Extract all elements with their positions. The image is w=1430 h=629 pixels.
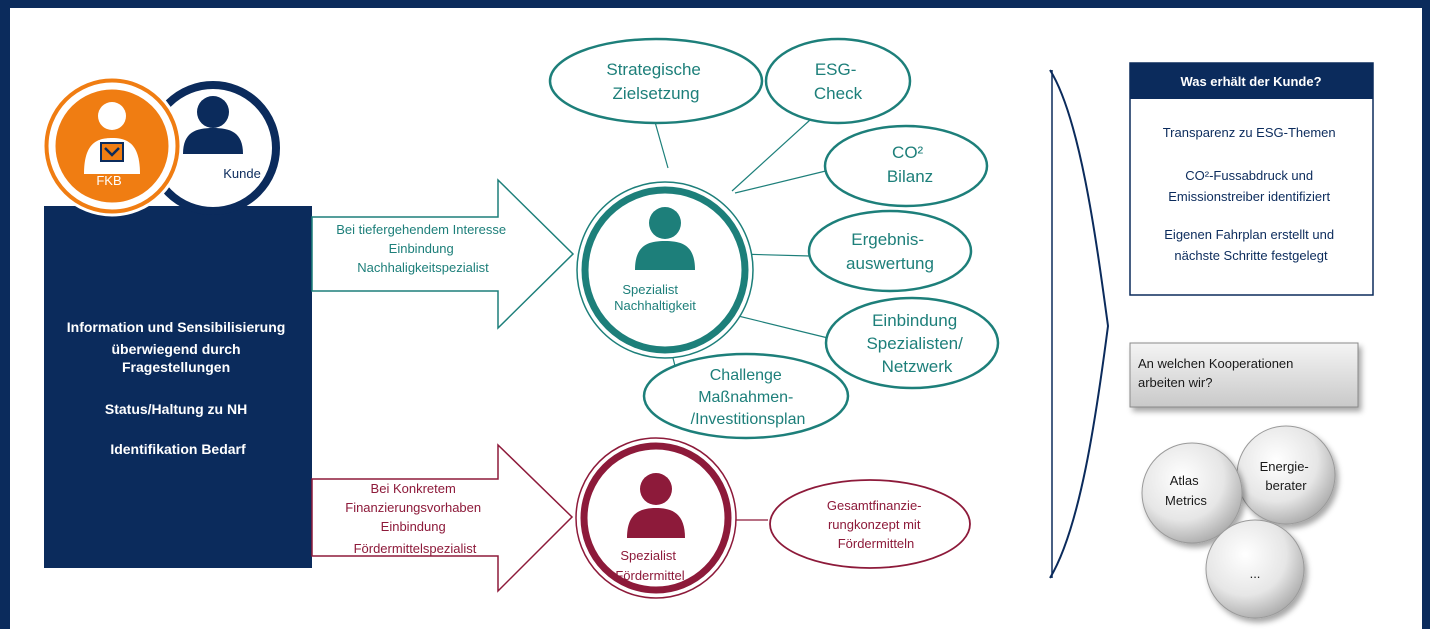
svg-text:ESG- Check: ESG- Check [814,60,863,103]
svg-text:Bei tiefergehendem Interesse: Bei tiefergehendem Interesse Einbindung … [336,222,509,275]
kunde-label: Kunde [223,166,261,181]
svg-text:Transparenz zu ESG-Themen: Transparenz zu ESG-Themen CO²-Fussabdruc… [1163,125,1340,263]
sphere-energie-line-2: berater [1265,478,1307,493]
specialist-fm-line-2: Fördermittel [615,568,684,583]
benefit-3a: Eigenen Fahrplan erstellt und [1164,227,1334,242]
svg-text:Atlas Metrics: Atlas Metrics [1165,473,1207,508]
specialist-nh-line-2: Nachhaltigkeit [614,298,696,313]
process-diagram: Information und Sensibilisierung überwie… [41,37,1374,619]
bubble-einbindung-line-1: Einbindung [872,311,957,330]
financing-arrow [311,443,574,593]
specialist-sustainability: Spezialist Nachhaltigkeit [576,181,754,359]
specialist-fm-line-1: Spezialist [620,548,676,563]
bubble-gesamt-line-3: Fördermitteln [838,536,915,551]
sphere-atlas-line-2: Metrics [1165,493,1207,508]
person-icon [197,96,229,128]
bubble-einbindung-line-3: Netzwerk [882,357,953,376]
bubble-co2-balance: CO² Bilanz [823,124,989,208]
financing-arrow-line-3: Einbindung [381,519,446,534]
bubble-esg-line-2: Check [814,84,863,103]
bank-logo-icon [100,142,124,162]
customer-benefits-box: Was erhält der Kunde? Transparenz zu ESG… [1129,62,1374,296]
interest-arrow-line-2: Einbindung [389,241,454,256]
slide-canvas: Information und Sensibilisierung überwie… [10,8,1422,629]
benefit-2b: Emissionstreiber identifiziert [1168,189,1330,204]
svg-text:Gesamtfinanzie- rungkonz: Gesamtfinanzie- rungkonzept mit Fördermi… [827,498,925,551]
bubble-total-financing: Gesamtfinanzie- rungkonzept mit Fördermi… [769,479,971,569]
svg-text:Challenge Maßnahmen-: Challenge Maßnahmen- /Investitionsplan [691,367,806,428]
bubble-strategic-line-2: Zielsetzung [613,84,700,103]
interest-arrow [311,178,575,330]
cooperation-line-1: An welchen Kooperationen [1138,356,1293,371]
svg-text:Bei Konkretem Finanzierung: Bei Konkretem Finanzierungsvorhaben Einb… [345,481,485,556]
person-icon [649,207,681,239]
benefit-3b: nächste Schritte festgelegt [1174,248,1328,263]
bubble-specialist-network: Einbindung Spezialisten/ Netzwerk [824,296,1000,390]
info-line-5: Identifikation Bedarf [110,441,246,457]
bubble-co2-line-2: Bilanz [887,167,933,186]
sphere-atlas-metrics: Atlas Metrics [1141,442,1243,544]
information-box [44,206,312,568]
sphere-more: ... [1205,519,1305,619]
info-line-2: überwiegend durch [111,341,240,357]
interest-arrow-line-3: Nachhaligkeitspezialist [357,260,489,275]
interest-arrow-line-1: Bei tiefergehendem Interesse [336,222,506,237]
fkb-label: FKB [96,173,121,188]
bubble-ergebnis-line-2: auswertung [846,254,934,273]
bubble-ergebnis-line-1: Ergebnis- [851,230,924,249]
bubble-esg-line-1: ESG- [815,60,857,79]
bubble-challenge-line-1: Challenge [710,367,782,384]
bubble-esg-check: ESG- Check [764,37,912,125]
summary-brace [1049,69,1110,579]
bubble-gesamt-line-1: Gesamtfinanzie- [827,498,922,513]
sphere-energy-consultant: Energie- berater [1236,425,1336,525]
svg-text:Information und Sensibilisieru: Information und Sensibilisierung überwie… [67,319,289,457]
financing-arrow-line-1: Bei Konkretem [371,481,456,496]
svg-text:Spezialist Nachhaltigkei: Spezialist Nachhaltigkeit [614,282,696,313]
bubble-strategic-goals: Strategische Zielsetzung [548,37,764,125]
bubble-result-evaluation: Ergebnis- auswertung [807,209,973,293]
sphere-energie-line-1: Energie- [1260,459,1309,474]
svg-text:Ergebnis- auswertung: Ergebnis- auswertung [846,230,934,273]
bubble-co2-line-1: CO² [892,143,924,162]
bubble-strategic-line-1: Strategische [606,60,701,79]
info-line-3: Fragestellungen [122,359,230,375]
connector-lines [654,119,839,367]
sphere-more-label: ... [1250,566,1261,581]
svg-text:CO² Bilanz: CO² Bilanz [887,143,933,186]
svg-text:An welchen Kooperationen: An welchen Kooperationen arbeiten wir? [1138,356,1297,390]
bubble-challenge-plan: Challenge Maßnahmen- /Investitionsplan [642,352,850,440]
bubble-einbindung-line-2: Spezialisten/ [866,334,963,353]
bubble-gesamt-line-2: rungkonzept mit [828,517,921,532]
bubble-challenge-line-2: Maßnahmen- [698,389,793,406]
sphere-atlas-line-1: Atlas [1170,473,1199,488]
cooperation-line-2: arbeiten wir? [1138,375,1212,390]
benefit-1: Transparenz zu ESG-Themen [1163,125,1336,140]
svg-text:Strategische Zielsetzung: Strategische Zielsetzung [606,60,705,103]
benefit-2a: CO²-Fussabdruck und [1185,168,1313,183]
specialist-funding: Spezialist Fördermittel [575,437,737,599]
svg-text:Spezialist Fördermittel: Spezialist Fördermittel [615,548,684,583]
fkb-avatar: FKB [41,75,183,217]
person-icon [640,473,672,505]
info-line-4: Status/Haltung zu NH [105,401,247,417]
svg-text:Einbindung Spezialisten/: Einbindung Spezialisten/ Netzwerk [866,311,967,376]
info-line-1: Information und Sensibilisierung [67,319,286,335]
svg-text:Energie- berater: Energie- berater [1260,459,1313,493]
person-icon [98,102,126,130]
specialist-nh-line-1: Spezialist [622,282,678,297]
customer-box-title: Was erhält der Kunde? [1180,74,1321,89]
cooperation-question-box: An welchen Kooperationen arbeiten wir? [1129,342,1359,408]
bubble-challenge-line-3: /Investitionsplan [691,411,806,428]
financing-arrow-line-4: Fördermittelspezialist [354,541,477,556]
financing-arrow-line-2: Finanzierungsvorhaben [345,500,481,515]
